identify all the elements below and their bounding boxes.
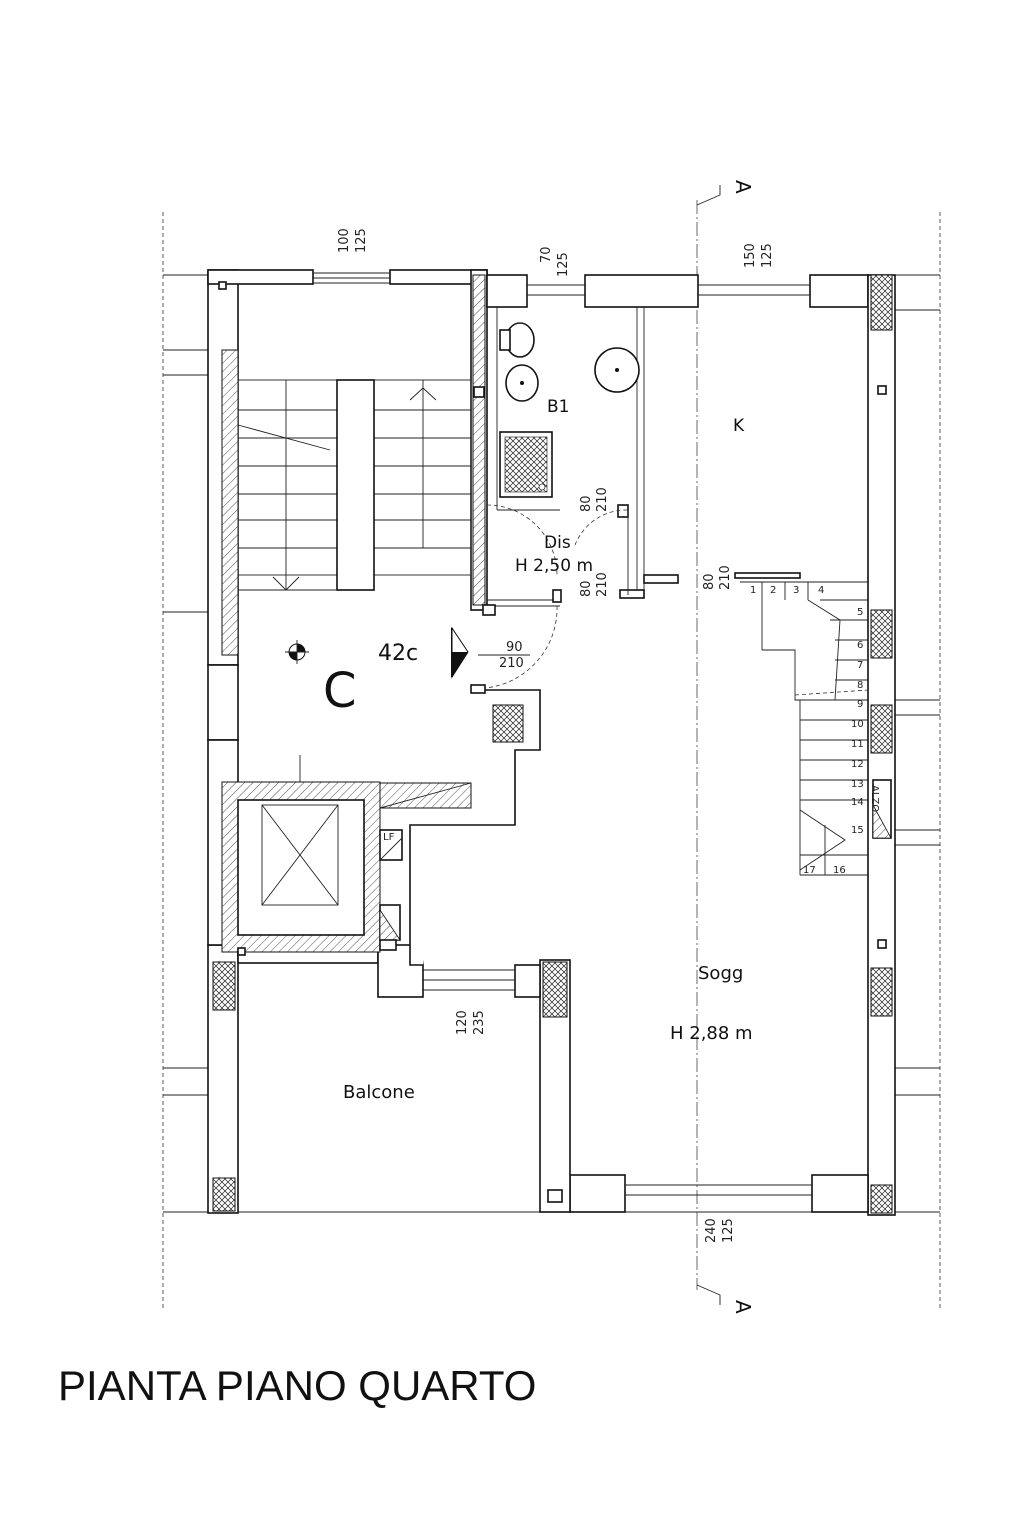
svg-text:ALZO: ALZO [869, 785, 880, 812]
svg-text:80: 80 [702, 573, 717, 590]
svg-text:210: 210 [499, 656, 524, 671]
svg-text:125: 125 [354, 228, 369, 253]
room-code-stair: 42c [378, 641, 418, 666]
dimension-labels: 100 125 70 125 150 125 80 210 80 210 80 … [337, 228, 775, 1243]
svg-text:6: 6 [857, 640, 863, 651]
svg-text:LF: LF [383, 832, 395, 843]
grid-lines [162, 212, 941, 1310]
svg-text:80: 80 [579, 580, 594, 597]
svg-text:70: 70 [539, 246, 554, 263]
room-label-living: Sogg [698, 963, 743, 984]
section-axis: A A [696, 180, 755, 1314]
svg-text:7: 7 [857, 660, 863, 671]
svg-text:150: 150 [743, 243, 758, 268]
private-stair [740, 581, 869, 876]
svg-text:90: 90 [506, 640, 523, 655]
svg-text:12: 12 [851, 759, 864, 770]
svg-text:15: 15 [851, 825, 864, 836]
svg-text:120: 120 [455, 1010, 470, 1035]
svg-text:9: 9 [857, 699, 863, 710]
lift-shaft [221, 755, 381, 953]
section-marker-bottom: A [731, 1300, 755, 1314]
svg-text:100: 100 [337, 228, 352, 253]
svg-text:125: 125 [760, 243, 775, 268]
section-marker-top: A [731, 180, 755, 194]
svg-text:210: 210 [595, 572, 610, 597]
technical-panels: LF ALZO [218, 281, 892, 1203]
svg-text:210: 210 [595, 487, 610, 512]
svg-text:125: 125 [556, 252, 571, 277]
svg-text:235: 235 [472, 1010, 487, 1035]
room-label-kitchen: K [733, 416, 745, 436]
stair-step-numbers: 1 2 3 4 5 6 7 8 9 10 11 12 13 14 15 16 1… [750, 585, 864, 876]
svg-text:5: 5 [857, 607, 863, 618]
svg-text:1: 1 [750, 585, 756, 596]
svg-text:16: 16 [833, 865, 846, 876]
interior-walls [379, 307, 679, 966]
room-labels: B1 K Dis H 2,50 m 42c C Sogg H 2,88 m Ba… [323, 397, 753, 1103]
svg-text:2: 2 [770, 585, 776, 596]
room-label-stair: C [323, 663, 357, 719]
svg-text:125: 125 [721, 1218, 736, 1243]
svg-text:14: 14 [851, 797, 864, 808]
room-label-hall: Dis [544, 533, 571, 553]
svg-text:11: 11 [851, 739, 864, 750]
svg-text:80: 80 [579, 495, 594, 512]
svg-text:10: 10 [851, 719, 864, 730]
svg-text:3: 3 [793, 585, 799, 596]
bath-fixtures [473, 322, 640, 498]
room-height-living: H 2,88 m [670, 1023, 753, 1044]
room-height-hall: H 2,50 m [515, 556, 593, 576]
svg-text:210: 210 [718, 565, 733, 590]
svg-text:13: 13 [851, 779, 864, 790]
room-label-balcony: Balcone [343, 1082, 415, 1103]
doors [484, 504, 801, 689]
room-label-bath: B1 [547, 397, 569, 417]
main-stair [237, 379, 472, 591]
svg-text:240: 240 [704, 1218, 719, 1243]
svg-text:8: 8 [857, 680, 863, 691]
svg-text:4: 4 [818, 585, 824, 596]
page-title: PIANTA PIANO QUARTO [58, 1362, 537, 1409]
svg-text:17: 17 [803, 865, 816, 876]
level-markers [285, 626, 469, 679]
